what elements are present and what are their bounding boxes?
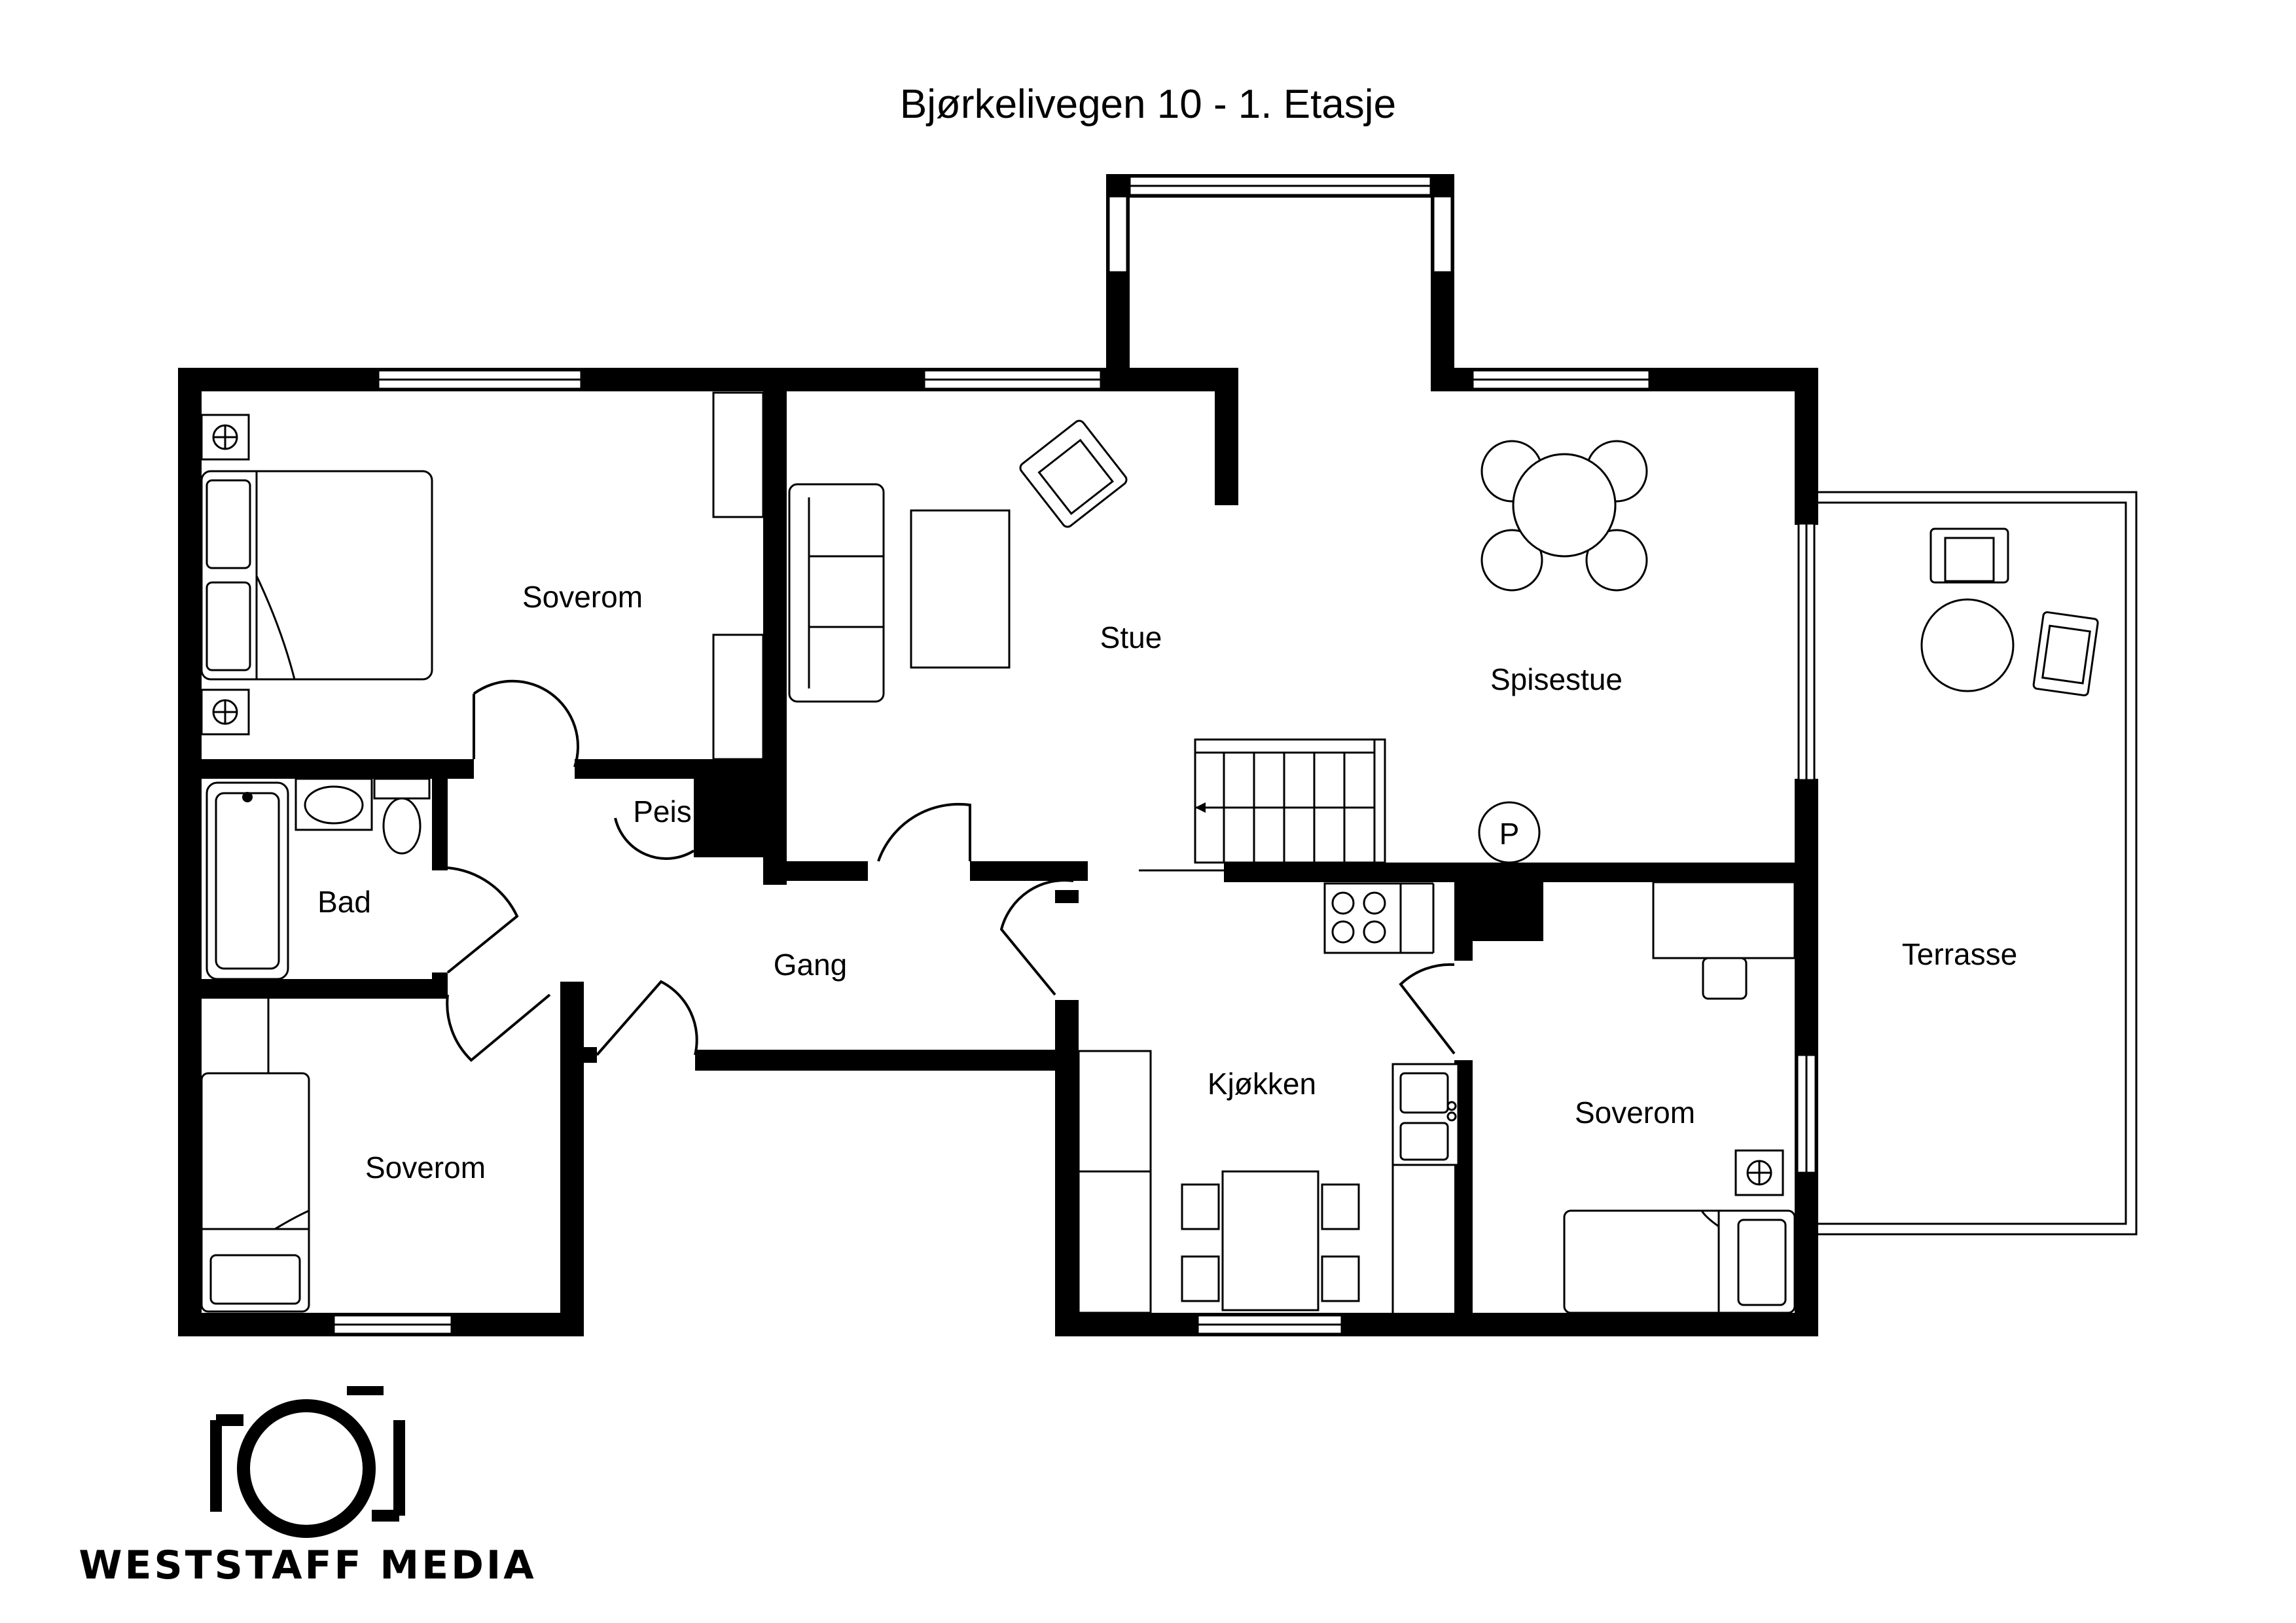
label-peis: Peis (633, 794, 691, 829)
toilet (373, 777, 431, 800)
label-soverom: Soverom (522, 580, 643, 614)
plan-title: Bjørkelivegen 10 - 1. Etasje (900, 82, 1396, 127)
kitchen-table (1221, 1170, 1319, 1311)
single-bed-2 (1563, 1209, 1796, 1314)
stove (1323, 882, 1402, 954)
furniture (200, 391, 2138, 1314)
label-stue: Stue (1100, 620, 1162, 654)
label-spisestue: Spisestue (1490, 662, 1623, 696)
armchair (1019, 419, 1128, 528)
label-gang: Gang (774, 948, 848, 982)
staircase (1194, 738, 1386, 864)
weststaff-logo: WESTSTAFF MEDIA (79, 1386, 536, 1588)
label-soverom-2: Soverom (365, 1150, 486, 1185)
coffee-table (910, 509, 1011, 669)
windows (332, 175, 1817, 1335)
double-bed (200, 470, 433, 681)
parking-symbol: P (1499, 817, 1520, 851)
terrace-table (1920, 598, 2015, 692)
label-soverom-3: Soverom (1575, 1096, 1695, 1130)
label-bad: Bad (317, 885, 371, 919)
sofa (788, 483, 885, 703)
logo-text: WESTSTAFF MEDIA (79, 1543, 536, 1588)
label-kjokken: Kjøkken (1208, 1067, 1316, 1101)
room-labels: Soverom Stue Spisestue Peis Bad Gang Sov… (317, 580, 2017, 1185)
label-terrasse: Terrasse (1902, 937, 2017, 971)
parking-symbol-ring (1478, 801, 1541, 864)
desk (1652, 881, 1796, 959)
door-swings (446, 679, 1456, 1062)
single-bed (200, 1072, 310, 1313)
camera-lens-icon (237, 1399, 376, 1538)
kitchen-counter (1077, 1050, 1152, 1314)
